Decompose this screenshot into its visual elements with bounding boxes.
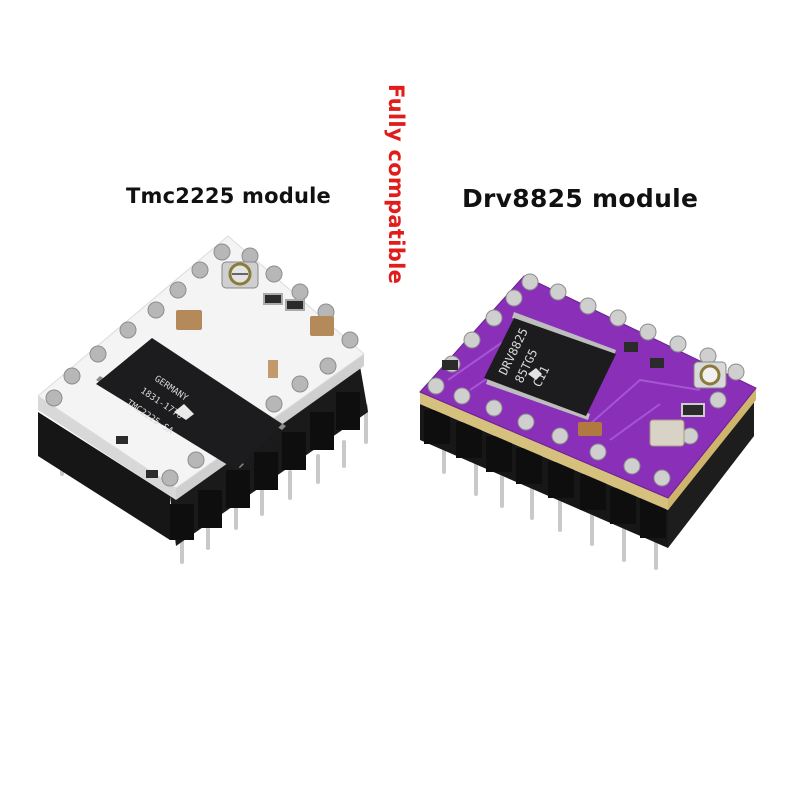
tmc-header-left [38, 412, 170, 540]
tmc-pins [60, 404, 368, 564]
tmc-chip [96, 338, 282, 470]
drv-header-right [668, 400, 754, 548]
ti-logo-icon [528, 368, 542, 380]
tmc-passives [116, 293, 334, 478]
drv8825-module: DRV8825 85TG5 C11 [419, 273, 757, 570]
drv-chip [484, 318, 616, 416]
drv-passives [442, 342, 705, 447]
tmc-potentiometer [221, 261, 259, 289]
tmc2225-module-caption: Tmc2225 module [126, 184, 331, 208]
drv-potentiometer [693, 361, 727, 389]
drv8825-module-caption: Drv8825 module [462, 184, 699, 213]
tmc2225-module: TMC2225-SA 1831-1770 GERMANY [37, 235, 368, 564]
tmc-logo-icon [174, 404, 194, 420]
tmc-header-right [170, 366, 368, 546]
